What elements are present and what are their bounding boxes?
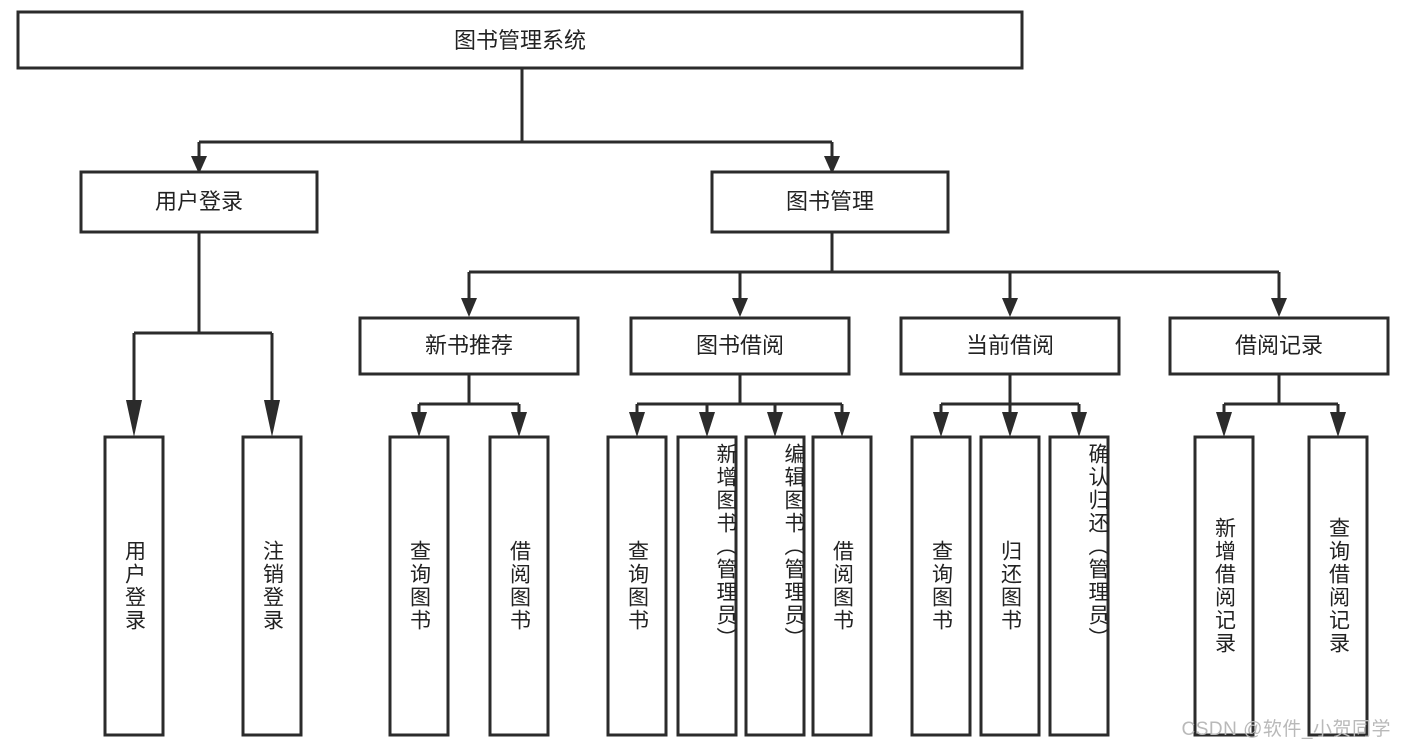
connector-root-to-level1	[191, 68, 840, 174]
node-user-login[interactable]: 用户登录	[79, 170, 319, 234]
leaf-box-user-login-2[interactable]	[241, 435, 303, 737]
node-user-login-label: 用户登录	[155, 189, 243, 214]
leaf-box-currentborrow-3[interactable]	[1048, 435, 1110, 737]
node-new-book-recommend[interactable]: 新书推荐	[358, 316, 580, 376]
leaf-box-newbook-2[interactable]	[488, 435, 550, 737]
leaf-box-user-login-1[interactable]	[103, 435, 165, 737]
node-borrow-records[interactable]: 借阅记录	[1168, 316, 1390, 376]
node-new-book-recommend-label: 新书推荐	[425, 333, 513, 358]
node-root-book-management-system[interactable]: 图书管理系统	[16, 10, 1024, 70]
leaf-box-bookborrow-2[interactable]	[676, 435, 738, 737]
connector-userlogin-to-leaves	[126, 232, 280, 437]
leaf-boxes-book-borrow	[606, 435, 873, 737]
leaf-box-bookborrow-3[interactable]	[744, 435, 806, 737]
node-current-borrow-label: 当前借阅	[966, 333, 1054, 358]
leaf-box-borrowrecords-2[interactable]	[1307, 435, 1369, 737]
leaf-box-borrowrecords-1[interactable]	[1193, 435, 1255, 737]
leaf-box-newbook-1[interactable]	[388, 435, 450, 737]
leaf-box-currentborrow-1[interactable]	[910, 435, 972, 737]
connector-bookmgmt-to-level2	[461, 232, 1287, 317]
leaf-boxes-borrow-records	[1193, 435, 1369, 737]
csdn-watermark: CSDN @软件_小贺同学	[1181, 719, 1391, 740]
node-book-management-label: 图书管理	[786, 189, 874, 214]
connector-currentborrow-to-leaves	[933, 374, 1087, 437]
node-book-borrow-label: 图书借阅	[696, 333, 784, 358]
leaf-boxes-current-borrow	[910, 435, 1110, 737]
node-borrow-records-label: 借阅记录	[1235, 333, 1323, 358]
node-book-borrow[interactable]: 图书借阅	[629, 316, 851, 376]
connector-bookborrow-to-leaves	[629, 374, 850, 437]
node-book-management[interactable]: 图书管理	[710, 170, 950, 234]
leaf-boxes-new-book-recommend	[388, 435, 550, 737]
node-root-label: 图书管理系统	[454, 28, 586, 53]
leaf-box-currentborrow-2[interactable]	[979, 435, 1041, 737]
leaf-box-bookborrow-4[interactable]	[811, 435, 873, 737]
node-current-borrow[interactable]: 当前借阅	[899, 316, 1121, 376]
connector-newbook-to-leaves	[411, 374, 527, 437]
leaf-box-bookborrow-1[interactable]	[606, 435, 668, 737]
leaf-boxes-user-login	[103, 435, 303, 737]
connector-borrowrecords-to-leaves	[1216, 374, 1346, 437]
